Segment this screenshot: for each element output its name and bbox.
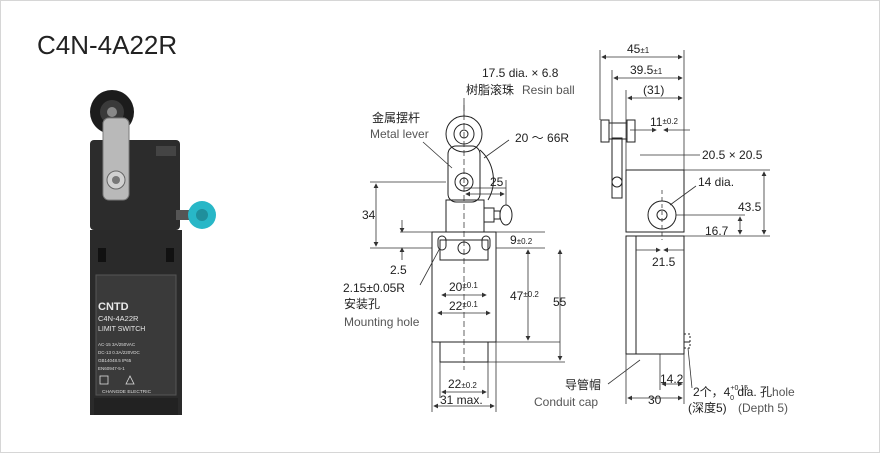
dim-2-5: 2.5 bbox=[390, 263, 407, 277]
product-photo: CNTD C4N-4A22R LIMIT SWITCH AC-15 3A/250… bbox=[90, 90, 216, 415]
side-dimension-lines bbox=[599, 50, 770, 404]
hole-depth-en: (Depth 5) bbox=[738, 401, 788, 415]
dim-25: 25 bbox=[490, 175, 504, 189]
dim-34: 34 bbox=[362, 208, 376, 222]
photo-rating-2: DC-13 0.3A/220VDC bbox=[98, 350, 141, 355]
mounting-hole-en: Mounting hole bbox=[344, 315, 420, 329]
photo-maker: CHANGDE ELECTRIC bbox=[102, 389, 152, 395]
mounting-hole-spec: 2.15±0.05R bbox=[343, 281, 405, 295]
mounting-hole-cn: 安装孔 bbox=[344, 296, 380, 311]
photo-type: LIMIT SWITCH bbox=[98, 326, 145, 333]
hole-depth-cn: (深度5) bbox=[688, 400, 727, 415]
photo-std-1: GB14048.5 IP65 bbox=[98, 358, 132, 363]
front-view bbox=[431, 105, 513, 370]
dim-39-5: 39.5±1 bbox=[630, 63, 663, 77]
metal-lever-en: Metal lever bbox=[370, 127, 429, 141]
dim-22a: 22±0.1 bbox=[449, 299, 478, 313]
photo-model: C4N-4A22R bbox=[98, 314, 139, 323]
dim-14-2: 14.2 bbox=[660, 372, 684, 386]
resin-ball-cn: 树脂滚珠 bbox=[466, 82, 514, 97]
dim-30: 30 bbox=[648, 393, 662, 407]
dim-11: 11±0.2 bbox=[650, 115, 679, 129]
dim-47: 47±0.2 bbox=[510, 289, 539, 303]
page-title: C4N-4A22R bbox=[37, 30, 178, 60]
dim-31-max: 31 max. bbox=[440, 393, 483, 407]
dim-20x20: 20.5 × 20.5 bbox=[702, 148, 763, 162]
dim-22b: 22±0.2 bbox=[448, 377, 477, 391]
radius-label: 20 ～ 66R bbox=[515, 131, 569, 145]
photo-rating-1: AC-15 3A/250VAC bbox=[98, 342, 136, 347]
dim-21-5: 21.5 bbox=[652, 255, 676, 269]
front-dimension-lines bbox=[370, 98, 565, 412]
resin-ball-en: Resin ball bbox=[522, 83, 575, 97]
side-view bbox=[600, 119, 691, 355]
dim-20: 20±0.1 bbox=[449, 280, 478, 294]
dim-43-5: 43.5 bbox=[738, 200, 762, 214]
dim-55: 55 bbox=[553, 295, 567, 309]
metal-lever-cn: 金属摆杆 bbox=[372, 110, 420, 125]
dim-9: 9±0.2 bbox=[510, 233, 533, 247]
cert-icon bbox=[99, 375, 109, 385]
photo-brand: CNTD bbox=[98, 301, 129, 313]
dim-45: 45±1 bbox=[627, 42, 650, 56]
warning-icon bbox=[125, 375, 135, 385]
conduit-cap-cn: 导管帽 bbox=[565, 377, 601, 392]
plunger-icon bbox=[176, 201, 216, 229]
photo-std-2: EN60947-5-1 bbox=[98, 366, 125, 371]
dim-14-dia: 14 dia. bbox=[698, 175, 734, 189]
dim-31-paren: (31) bbox=[643, 83, 664, 97]
conduit-cap-en: Conduit cap bbox=[534, 395, 598, 409]
dim-16-7: 16.7 bbox=[705, 224, 729, 238]
resin-ball-size: 17.5 dia. × 6.8 bbox=[482, 66, 559, 80]
